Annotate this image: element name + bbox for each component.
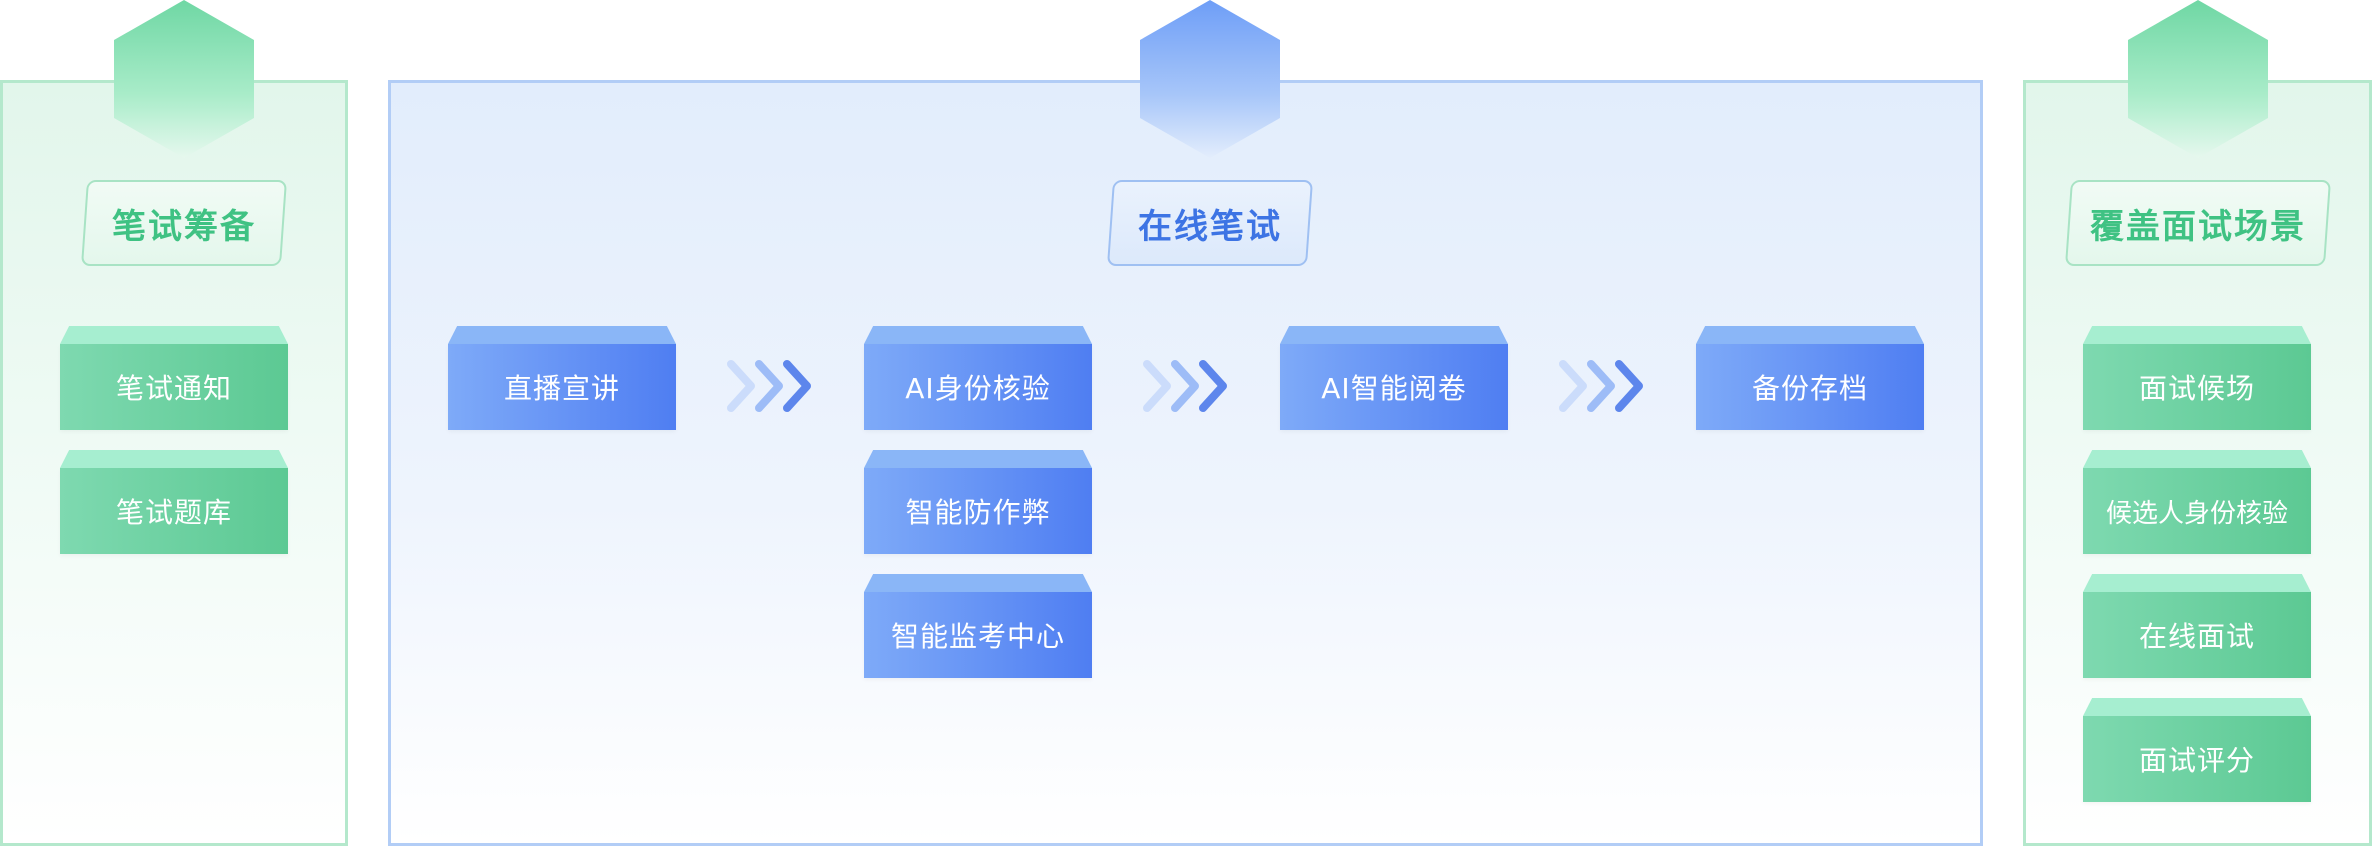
block-label: 笔试通知: [60, 344, 288, 430]
panel-title-interview-scenarios: 覆盖面试场景: [2064, 180, 2332, 266]
block-label: 笔试题库: [60, 468, 288, 554]
block-label: 智能防作弊: [864, 468, 1092, 554]
block-item: AI智能阅卷: [1280, 326, 1508, 430]
panel-title-online-written-test: 在线笔试: [1106, 180, 1314, 266]
panel-title-written-test-prep: 笔试筹备: [80, 180, 288, 266]
block-item: 智能监考中心: [864, 574, 1092, 678]
block-item: 面试评分: [2083, 698, 2311, 802]
panel-title-text: 在线笔试: [1138, 206, 1282, 247]
block-label: 智能监考中心: [864, 592, 1092, 678]
block-item: 笔试通知: [60, 326, 288, 430]
panel-title-text: 笔试筹备: [112, 206, 256, 247]
block-item: 面试候场: [2083, 326, 2311, 430]
chevron-arrow-icon: [725, 358, 815, 414]
hexagon-icon: [1140, 0, 1280, 158]
block-label: 面试评分: [2083, 716, 2311, 802]
hexagon-icon: [114, 0, 254, 158]
chevron-arrow-icon: [1557, 358, 1647, 414]
block-label: 候选人身份核验: [2083, 468, 2311, 554]
block-label: 备份存档: [1696, 344, 1924, 430]
block-item: 在线面试: [2083, 574, 2311, 678]
block-label: 在线面试: [2083, 592, 2311, 678]
panel-title-text: 覆盖面试场景: [2090, 206, 2306, 247]
block-label: 直播宣讲: [448, 344, 676, 430]
block-label: AI智能阅卷: [1280, 344, 1508, 430]
block-item: 笔试题库: [60, 450, 288, 554]
block-item: AI身份核验: [864, 326, 1092, 430]
block-item: 备份存档: [1696, 326, 1924, 430]
block-item: 候选人身份核验: [2083, 450, 2311, 554]
block-item: 智能防作弊: [864, 450, 1092, 554]
block-label: AI身份核验: [864, 344, 1092, 430]
hexagon-icon: [2128, 0, 2268, 158]
block-label: 面试候场: [2083, 344, 2311, 430]
block-item: 直播宣讲: [448, 326, 676, 430]
chevron-arrow-icon: [1141, 358, 1231, 414]
